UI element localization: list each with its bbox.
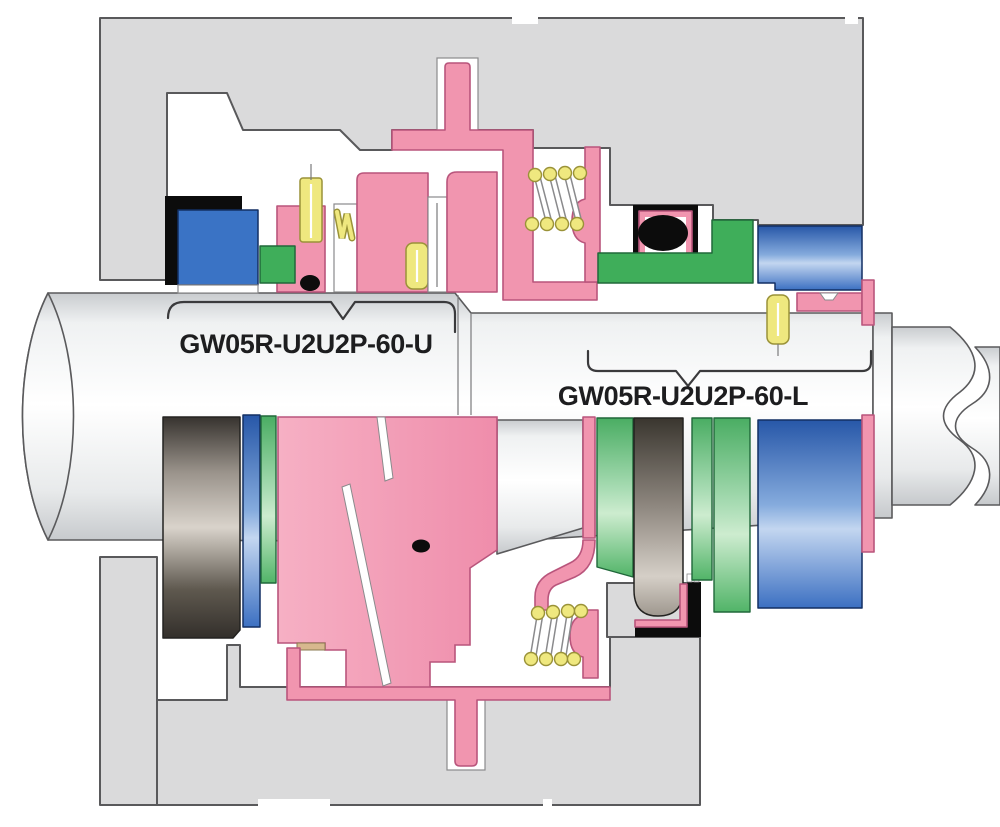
spring-end-cap <box>569 216 585 232</box>
clamp-bracket-black <box>165 196 242 285</box>
collar-gap <box>177 284 259 294</box>
bellows-duct-lower <box>534 539 596 611</box>
shaft-break-left <box>21 292 75 541</box>
oring-black-upper-left <box>300 275 320 291</box>
housing-lower-wall <box>99 556 158 806</box>
spring-end-cap <box>523 651 539 667</box>
spring-end-cap <box>572 165 588 181</box>
seal-face-lower-left <box>162 416 241 639</box>
gland-plate-lower <box>286 647 611 767</box>
label-upper-seal: GW05R-U2U2P-60-U <box>179 329 432 359</box>
housing-break-notch <box>845 12 858 24</box>
seal-ring-green-lower-3 <box>713 417 751 613</box>
spring-end-cap <box>566 651 582 667</box>
seal-ring-green-upper-right <box>597 219 754 284</box>
gland-plate-upper <box>391 62 598 301</box>
shaft-clearance-gap <box>98 541 160 556</box>
spring-end-cap <box>542 166 558 182</box>
seal-ring-green-upper-left <box>259 245 296 284</box>
coil-spring-lower <box>523 603 589 667</box>
spacer-ring-pink-lower <box>861 414 875 553</box>
drive-collar-blue-upper-left <box>177 209 259 286</box>
spring-end-cap <box>539 216 555 232</box>
bellows-strip-lower <box>582 416 596 539</box>
drive-collar-blue-lower <box>757 419 863 609</box>
housing-break-notch <box>258 799 330 811</box>
spring-end-cap <box>573 603 589 619</box>
leader-brace-lower <box>586 349 873 388</box>
drive-band-tan <box>296 642 326 651</box>
label-lower-seal: GW05R-U2U2P-60-L <box>558 381 808 411</box>
coil-spring-upper <box>524 165 588 232</box>
spring-end-cap <box>553 651 569 667</box>
spring-guide-lower <box>569 609 599 679</box>
housing-break-notch <box>543 799 552 811</box>
spring-end-cap <box>554 216 570 232</box>
spring-end-cap <box>524 216 540 232</box>
spring-end-cap <box>545 604 561 620</box>
shaft-right-stub <box>891 326 976 506</box>
housing-break-notch <box>512 12 538 24</box>
pocket-notch <box>686 573 693 583</box>
spacer-notch <box>819 292 839 301</box>
spring-end-cap <box>538 651 554 667</box>
spacer-ring-pink-upper <box>861 279 875 326</box>
seal-face-column-lower <box>633 417 684 617</box>
oring-black-upper-right <box>638 215 688 251</box>
seal-ring-green-lower-1 <box>596 417 634 578</box>
sleeve-end-collar <box>872 312 893 519</box>
spring-end-cap <box>560 603 576 619</box>
leader-brace-upper <box>166 300 457 334</box>
seat-ring-green-lower <box>260 415 277 584</box>
seat-ring-blue-lower <box>242 414 261 628</box>
spring-end-cap <box>557 165 573 181</box>
rotor-slot <box>376 416 394 482</box>
drive-collar-blue-upper-right <box>757 225 863 291</box>
wave-spring-upper <box>335 210 354 240</box>
spring-end-cap <box>527 167 543 183</box>
shaft-clearance-gap <box>98 281 160 293</box>
rotor-port-hole <box>412 539 430 553</box>
spring-end-cap <box>530 605 546 621</box>
rotor-slot <box>341 483 392 687</box>
housing-lower <box>156 636 701 806</box>
shaft-break-right <box>954 346 1000 506</box>
seal-ring-green-lower-2 <box>691 417 713 581</box>
rotor-block-upper-2 <box>446 171 498 293</box>
oring-liner-lower <box>634 583 688 628</box>
